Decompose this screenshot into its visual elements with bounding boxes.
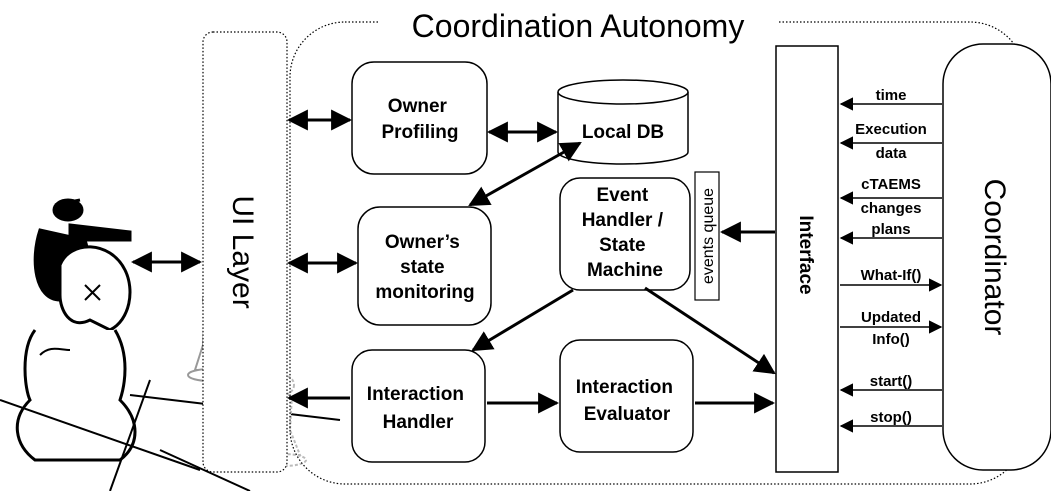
event-handler-box bbox=[559, 177, 691, 291]
msg-label-ctaems: changes bbox=[861, 200, 922, 217]
msg-label-stop: stop() bbox=[870, 409, 912, 426]
arrow-eventhandler-to-interaction-handler bbox=[471, 288, 574, 352]
svg-text:Interaction Handler: Interaction Handler bbox=[367, 384, 469, 433]
msg-label-ctaems: cTAEMS bbox=[861, 176, 921, 193]
interaction-handler-line: Handler bbox=[383, 412, 454, 433]
interaction-evaluator-box bbox=[559, 339, 694, 453]
svg-text:Owner’s state monitori: Owner’s state monitoring bbox=[375, 232, 474, 303]
event-handler-line: Handler / bbox=[582, 210, 664, 231]
owners-state-line: monitoring bbox=[375, 282, 474, 303]
chess-knight-rider-illustration bbox=[0, 198, 341, 492]
msg-label-updated: Info() bbox=[872, 331, 909, 348]
owners-state-line: Owner’s bbox=[385, 232, 460, 253]
local-db-label: Local DB bbox=[582, 122, 664, 143]
event-handler-line: Machine bbox=[587, 260, 663, 281]
coordinator-box bbox=[942, 43, 1051, 471]
owner-profiling-line: Owner bbox=[388, 96, 448, 117]
owner-profiling-line: Profiling bbox=[381, 122, 458, 143]
diagram-title: Coordination Autonomy bbox=[412, 8, 745, 44]
msg-label-start: start() bbox=[870, 373, 913, 390]
interaction-evaluator-line: Interaction bbox=[576, 377, 673, 398]
interaction-evaluator-line: Evaluator bbox=[584, 404, 671, 425]
event-handler-line: Event bbox=[596, 185, 648, 206]
msg-label-execution: data bbox=[876, 145, 908, 162]
arrow-localdb-state-monitoring bbox=[468, 141, 582, 207]
events-queue-label: events queue bbox=[700, 188, 717, 284]
owners-state-line: state bbox=[400, 257, 444, 278]
msg-label-time: time bbox=[876, 87, 907, 104]
interface-box bbox=[775, 45, 839, 473]
msg-label-updated: Updated bbox=[861, 309, 921, 326]
local-db-cylinder bbox=[557, 79, 689, 165]
interaction-handler-box bbox=[351, 349, 486, 463]
coordinator-label: Coordinator bbox=[978, 179, 1011, 336]
owner-profiling-box bbox=[351, 61, 488, 175]
ui-layer-label: UI Layer bbox=[226, 195, 259, 308]
svg-text:Event Handler / State: Event Handler / State Machine bbox=[582, 185, 669, 281]
svg-text:Owner Profiling: Owner Profiling bbox=[381, 96, 458, 143]
msg-label-whatif: What-If() bbox=[861, 267, 922, 284]
ui-layer-box bbox=[202, 31, 288, 473]
interaction-handler-line: Interaction bbox=[367, 384, 464, 405]
interface-label: Interface bbox=[795, 215, 816, 294]
event-handler-line: State bbox=[599, 235, 645, 256]
msg-label-plans: plans bbox=[871, 221, 910, 238]
msg-label-execution: Execution bbox=[855, 121, 927, 138]
svg-text:Interaction Evaluator: Interaction Evaluator bbox=[576, 377, 678, 425]
events-queue-box bbox=[694, 171, 720, 301]
arrow-eventhandler-to-interface bbox=[644, 286, 776, 375]
